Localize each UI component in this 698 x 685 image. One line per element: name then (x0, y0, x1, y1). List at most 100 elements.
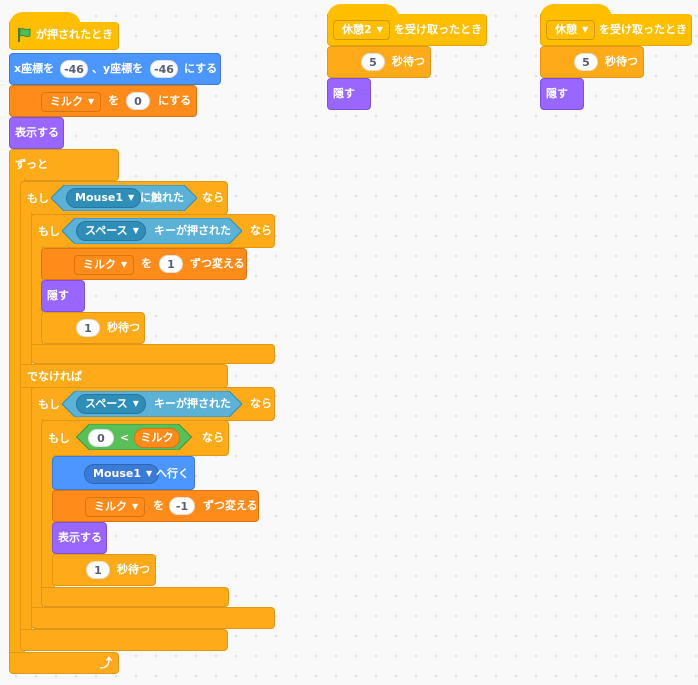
hide-block[interactable]: 隠す (540, 78, 584, 110)
variable-dropdown[interactable]: ミルク ▼ (41, 92, 102, 112)
hide-label: 隠す (47, 289, 69, 302)
message-name: 休憩2 (342, 23, 372, 36)
wait-label: 秒待つ (392, 55, 425, 68)
compare-left-input[interactable]: 0 (88, 429, 114, 447)
compare-operator: < (120, 431, 130, 444)
variable-dropdown[interactable]: ミルク ▼ (85, 497, 146, 517)
chevron-down-icon: ▼ (132, 226, 139, 235)
key-pressed-label: キーが押された (154, 397, 231, 410)
touching-label: に触れた (140, 191, 184, 204)
if4-prefix: もし (48, 432, 70, 445)
hide-block[interactable]: 隠す (41, 280, 85, 312)
when-receive-block[interactable]: 休憩 ▼ を受け取ったとき (540, 14, 692, 46)
forever-label: ずっと (15, 158, 48, 171)
chevron-down-icon: ▼ (121, 260, 128, 269)
set-variable-block[interactable]: ミルク ▼ を 0 にする (9, 85, 197, 117)
if3-prefix: もし (38, 398, 60, 411)
change-mid-label: を (153, 499, 164, 512)
if2-bottom (31, 344, 275, 364)
forever-bottom[interactable]: ⤴ (9, 652, 119, 674)
message-dropdown[interactable]: 休憩2 ▼ (333, 20, 390, 40)
chevron-down-icon: ▼ (146, 469, 153, 478)
key-dropdown[interactable]: スペース ▼ (76, 221, 146, 241)
goto-y-label: 、y座標を (92, 62, 144, 75)
hide-block[interactable]: 隠す (327, 78, 371, 110)
y-input[interactable]: -46 (150, 60, 178, 78)
when-receive-label: を受け取ったとき (599, 23, 687, 36)
chevron-down-icon: ▼ (88, 97, 95, 106)
change-mid-label: を (141, 257, 152, 270)
message-name: 休憩 (555, 23, 577, 36)
chevron-down-icon: ▼ (582, 25, 589, 34)
else-label: でなければ (27, 370, 82, 383)
show-label: 表示する (15, 126, 59, 139)
wait-value-input[interactable]: 1 (86, 561, 110, 579)
wait-label: 秒待つ (107, 321, 140, 334)
if1-bottom (20, 629, 228, 651)
green-flag-icon (18, 27, 31, 42)
hide-label: 隠す (333, 87, 355, 100)
forever-block[interactable]: ずっと (9, 149, 119, 181)
show-label: 表示する (58, 531, 102, 544)
goto-target-dropdown[interactable]: Mouse1 ▼ (84, 464, 160, 484)
key-name: スペース (85, 224, 128, 237)
set-mid-label: を (108, 94, 119, 107)
key-dropdown[interactable]: スペース ▼ (76, 394, 146, 414)
wait-label: 秒待つ (605, 55, 638, 68)
if2-prefix: もし (38, 225, 60, 238)
chevron-down-icon: ▼ (132, 399, 139, 408)
wait-label: 秒待つ (117, 563, 150, 576)
hide-label: 隠す (546, 87, 568, 100)
key-pressed-label: キーが押された (154, 224, 231, 237)
variable-name: ミルク (83, 258, 116, 271)
if3-bottom (31, 607, 275, 629)
set-value-input[interactable]: 0 (126, 92, 150, 110)
when-flag-clicked-block[interactable]: が押されたとき (9, 22, 119, 50)
goto-sprite-block[interactable]: Mouse1 ▼ へ行く (52, 456, 195, 490)
wait-block[interactable]: 1 秒待つ (52, 554, 156, 586)
loop-arrow-icon: ⤴ (100, 656, 113, 670)
variable-reporter[interactable]: ミルク (134, 428, 180, 448)
goto-xy-block[interactable]: x座標を -46 、y座標を -46 にする (9, 53, 221, 85)
chevron-down-icon: ▼ (132, 502, 139, 511)
change-suffix: ずつ変える (190, 257, 245, 270)
wait-block[interactable]: 1 秒待つ (41, 312, 145, 344)
if1-prefix: もし (27, 192, 49, 205)
if1-then: なら (202, 191, 224, 204)
sprite-name: Mouse1 (75, 191, 123, 204)
change-value-input[interactable]: 1 (159, 255, 183, 273)
goto-x-label: x座標を (14, 62, 55, 75)
message-dropdown[interactable]: 休憩 ▼ (546, 20, 596, 40)
when-receive-label: を受け取ったとき (394, 23, 482, 36)
when-flag-label: が押されたとき (36, 28, 113, 41)
wait-value-input[interactable]: 1 (76, 319, 100, 337)
variable-name: ミルク (50, 95, 83, 108)
change-suffix: ずつ変える (203, 499, 258, 512)
wait-value-input[interactable]: 5 (361, 53, 385, 71)
change-value-input[interactable]: -1 (169, 497, 195, 515)
sprite-dropdown[interactable]: Mouse1 ▼ (66, 188, 142, 208)
if4-bottom (41, 587, 229, 607)
goto-suffix: にする (184, 62, 218, 75)
if3-then: なら (250, 397, 272, 410)
variable-name: ミルク (94, 500, 127, 513)
wait-block[interactable]: 5 秒待つ (540, 46, 644, 78)
show-block[interactable]: 表示する (52, 522, 107, 554)
goto-sprite-label: へ行く (156, 467, 189, 480)
when-receive-block[interactable]: 休憩2 ▼ を受け取ったとき (327, 14, 487, 46)
wait-block[interactable]: 5 秒待つ (327, 46, 431, 78)
change-variable-block[interactable]: ミルク ▼ を 1 ずつ変える (41, 248, 247, 280)
change-variable-block[interactable]: ミルク ▼ を -1 ずつ変える (52, 490, 259, 522)
chevron-down-icon: ▼ (128, 193, 135, 202)
x-input[interactable]: -46 (60, 60, 88, 78)
if2-then: なら (250, 224, 272, 237)
variable-dropdown[interactable]: ミルク ▼ (74, 255, 135, 275)
set-suffix: にする (158, 94, 192, 107)
show-block[interactable]: 表示する (9, 117, 64, 149)
key-name: スペース (85, 397, 128, 410)
if4-then: なら (202, 431, 224, 444)
wait-value-input[interactable]: 5 (574, 53, 598, 71)
else-section: でなければ (20, 364, 228, 388)
target-name: Mouse1 (93, 467, 141, 480)
chevron-down-icon: ▼ (376, 25, 383, 34)
